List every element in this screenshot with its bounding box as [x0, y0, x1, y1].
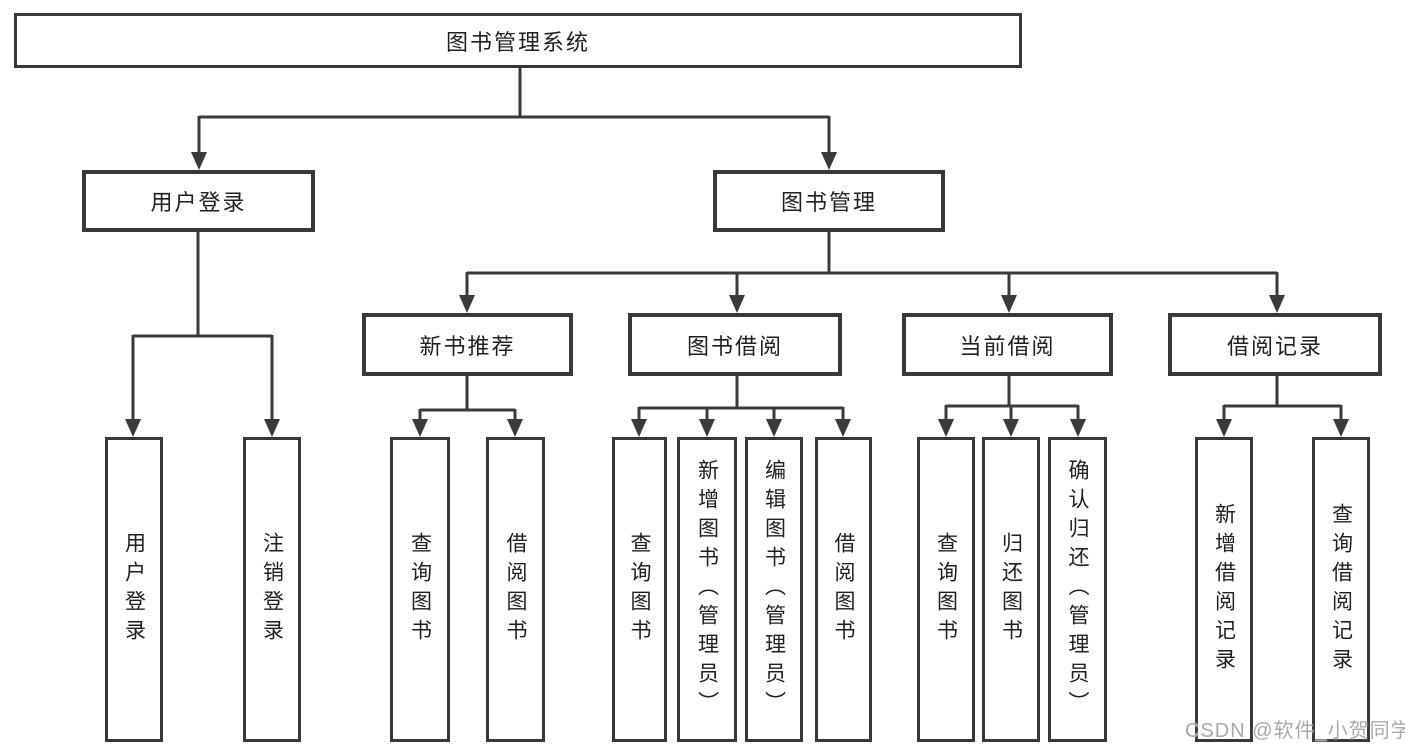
- leaf-query-borrow-record: 查询借阅记录: [1312, 437, 1370, 742]
- node-user-login: 用户登录: [82, 170, 315, 232]
- node-library-system: 图书管理系统: [14, 13, 1022, 68]
- leaf-borrow-books-recommend-label: 借阅图书: [504, 531, 527, 648]
- leaf-query-borrow-record-label: 查询借阅记录: [1329, 502, 1353, 677]
- leaf-return-books: 归还图书: [982, 437, 1040, 742]
- connector-root-to-level2: [191, 68, 837, 170]
- connector-newbook-to-leaves: [412, 376, 523, 437]
- connector-bookmgmt-to-level3: [459, 232, 1285, 313]
- leaf-confirm-return-admin-label: 确认归还（管理员）: [1066, 459, 1089, 720]
- connector-userlogin-to-leaves: [125, 232, 280, 437]
- leaf-return-books-label: 归还图书: [999, 531, 1023, 648]
- node-current-borrow: 当前借阅: [902, 313, 1113, 376]
- leaf-borrow-books-recommend: 借阅图书: [486, 437, 545, 742]
- leaf-logout-label: 注销登录: [260, 531, 284, 648]
- leaf-query-books-current: 查询图书: [917, 437, 975, 742]
- leaf-add-borrow-record: 新增借阅记录: [1195, 437, 1253, 742]
- leaf-edit-books-admin-label: 编辑图书（管理员）: [762, 459, 786, 720]
- leaf-borrow-books-label: 借阅图书: [832, 531, 855, 648]
- leaf-user-login-label: 用户登录: [122, 531, 146, 648]
- leaf-query-books-borrow-label: 查询图书: [628, 531, 651, 648]
- connector-bookborrow-to-leaves: [631, 376, 851, 437]
- leaf-logout: 注销登录: [243, 437, 301, 742]
- leaf-add-books-admin: 新增图书（管理员）: [677, 437, 737, 742]
- node-new-book-recommend: 新书推荐: [362, 313, 573, 376]
- connector-borrowrecords-to-leaves: [1216, 376, 1349, 437]
- watermark: CSDN @软件_小贺同学: [1185, 720, 1405, 742]
- leaf-edit-books-admin: 编辑图书（管理员）: [745, 437, 803, 742]
- leaf-user-login: 用户登录: [105, 437, 163, 742]
- leaf-add-borrow-record-label: 新增借阅记录: [1212, 502, 1236, 677]
- node-borrow-records: 借阅记录: [1168, 313, 1382, 376]
- leaf-query-books-recommend-label: 查询图书: [408, 531, 432, 648]
- node-book-borrow: 图书借阅: [628, 313, 842, 376]
- leaf-query-books-recommend: 查询图书: [390, 437, 450, 742]
- leaf-confirm-return-admin: 确认归还（管理员）: [1048, 437, 1107, 742]
- leaf-query-books-borrow: 查询图书: [612, 437, 667, 742]
- leaf-query-books-current-label: 查询图书: [934, 531, 958, 648]
- leaf-borrow-books: 借阅图书: [815, 437, 872, 742]
- leaf-add-books-admin-label: 新增图书（管理员）: [695, 459, 719, 720]
- node-book-management: 图书管理: [713, 170, 945, 232]
- connector-currentborrow-to-leaves: [938, 376, 1086, 437]
